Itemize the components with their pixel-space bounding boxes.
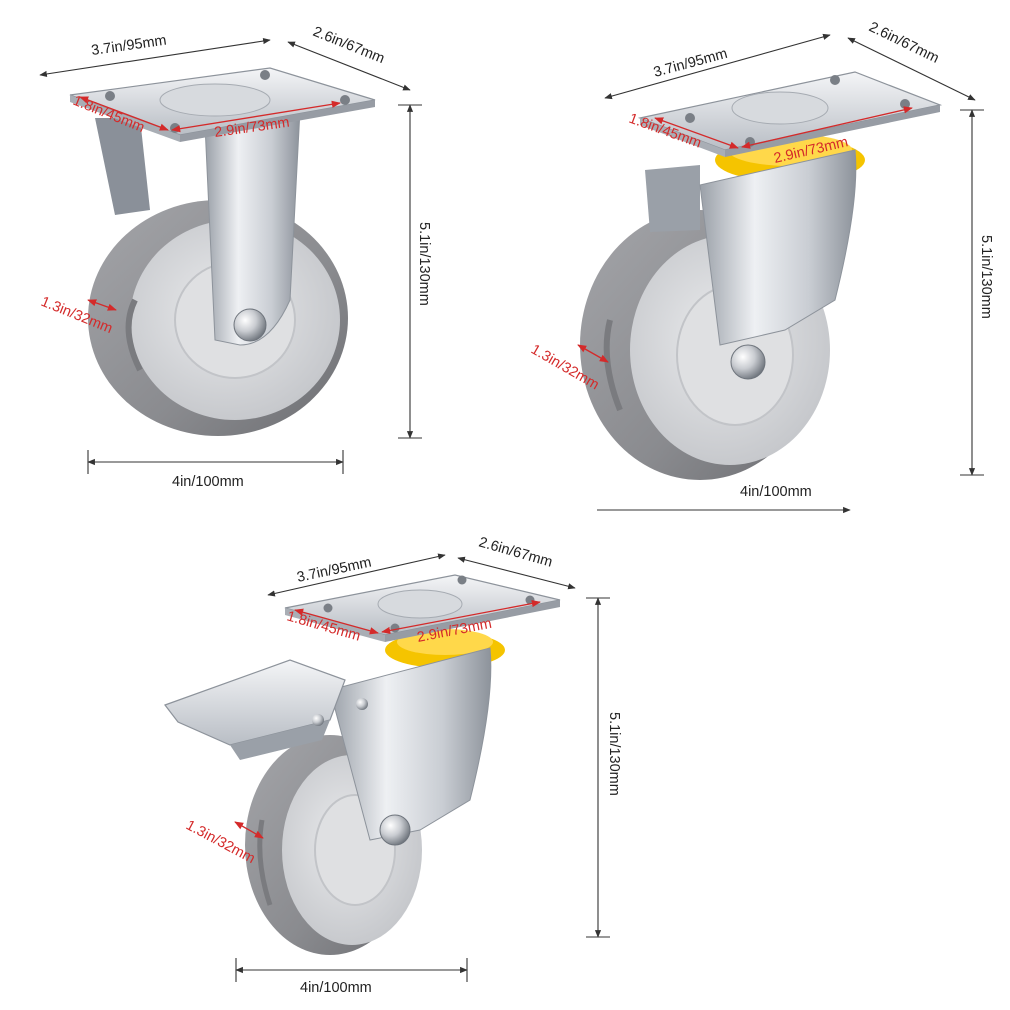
c1-plate-width-label: 3.7in/95mm xyxy=(90,33,167,59)
brake-caster-fork xyxy=(329,647,492,846)
c3-wheel-diameter-label: 4in/100mm xyxy=(300,980,372,996)
c2-plate-width-label: 3.7in/95mm xyxy=(652,46,729,81)
c2-plate-depth-label: 2.6in/67mm xyxy=(866,19,941,67)
brake-caster xyxy=(164,574,561,955)
c3-plate-width-label: 3.7in/95mm xyxy=(296,555,373,586)
c2-height-label: 5.1in/130mm xyxy=(978,235,994,319)
swivel-caster xyxy=(580,71,943,480)
brake-caster-pedal xyxy=(164,659,368,760)
c3-height-label: 5.1in/130mm xyxy=(606,712,622,796)
c1-height-label: 5.1in/130mm xyxy=(416,222,432,306)
c2-wheel-diameter-label: 4in/100mm xyxy=(740,484,812,500)
fixed-caster-fork xyxy=(95,109,301,346)
swivel-caster-fork xyxy=(645,149,857,380)
c1-plate-depth-label: 2.6in/67mm xyxy=(311,24,387,67)
c1-wheel-diameter-label: 4in/100mm xyxy=(172,474,244,490)
dimension-lines xyxy=(39,33,984,982)
